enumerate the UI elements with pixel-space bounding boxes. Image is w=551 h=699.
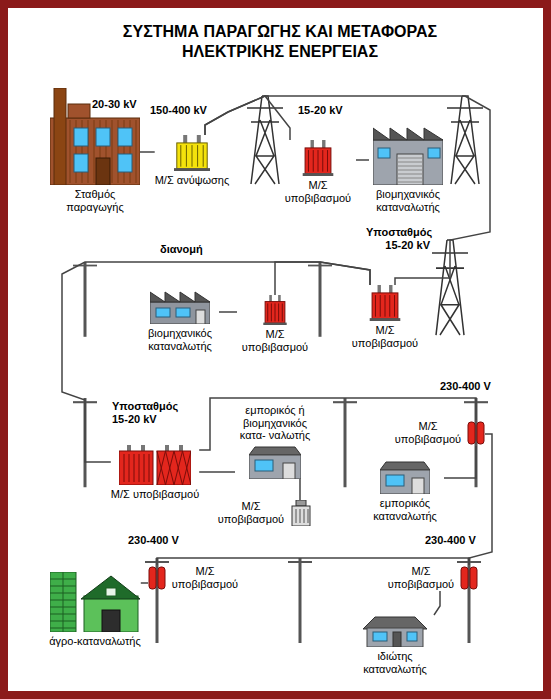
caption: βιομηχανικός καταναλωτής: [141, 327, 219, 352]
power-line: [356, 159, 369, 161]
power-line: [199, 398, 476, 450]
ground-transformer: Μ/Σ υποβιβασμού: [215, 500, 312, 526]
pylon: [247, 96, 283, 184]
voltage-label: 230-400 V: [440, 380, 491, 393]
pole: [333, 398, 357, 487]
substation-transformer: Μ/Σ υποβιβασμού: [111, 445, 199, 501]
pole-icon: [148, 565, 166, 591]
diagram-title: ΣΥΣΤΗΜΑ ΠΑΡΑΓΩΓΗΣ ΚΑΙ ΜΕΤΑΦΟΡΑΣ ΗΛΕΚΤΡΙΚ…: [95, 22, 465, 62]
power-line: [62, 262, 370, 462]
ground-icon: [290, 500, 312, 526]
sub-icon: [119, 445, 191, 485]
pole-icon: [467, 420, 485, 446]
trafoS-icon: [262, 295, 288, 325]
pole: [308, 262, 332, 337]
caption: Μ/Σ ανύψωσης: [155, 174, 230, 187]
pole: [288, 558, 312, 643]
power-line: [199, 471, 235, 473]
pole-transformer: Μ/Σ υποβιβασμού: [392, 420, 485, 446]
farm-consumer: άγρο-καταναλωτής: [49, 572, 141, 648]
substation-transformer: Μ/Σ υποβιβασμού: [347, 285, 423, 349]
voltage-label: Υποσταθμός 15-20 kV: [112, 400, 182, 425]
pole: [457, 558, 481, 643]
pylon: [447, 96, 483, 184]
power-line: [205, 96, 490, 285]
house-icon: [363, 615, 427, 647]
power-line: [157, 558, 469, 565]
caption: εμπορικός καταναλωτής: [366, 497, 444, 522]
factory1-icon: [373, 120, 443, 185]
factory2-icon: [150, 290, 210, 324]
power-line: [299, 479, 301, 500]
private-consumer: ιδιώτης καταναλωτής: [356, 615, 434, 675]
power-line: [140, 151, 155, 153]
shop2-icon: [380, 460, 430, 494]
caption: βιομηχανικός καταναλωτής: [369, 188, 447, 213]
caption: Μ/Σ υποβιβασμού: [392, 420, 464, 445]
commercial-consumer: εμπορικός ή βιομηχανικός κατα- ναλωτής: [235, 404, 315, 479]
trafo-icon: [301, 140, 335, 176]
caption: Μ/Σ υποβιβασμού: [237, 328, 313, 353]
caption: Μ/Σ υποβιβασμού: [347, 324, 423, 349]
power-line: [434, 591, 440, 615]
page-frame: [4, 4, 547, 695]
step-down-transformer: Μ/Σ υποβιβασμού: [237, 295, 313, 353]
farm-icon: [50, 572, 140, 632]
caption: άγρο-καταναλωτής: [49, 635, 141, 648]
pole: [73, 262, 97, 337]
caption: Μ/Σ υποβιβασμού: [169, 565, 241, 590]
pole: [145, 558, 169, 643]
voltage-label: 230-400 V: [425, 534, 476, 547]
voltage-label: Υποσταθμός 15-20 kV: [366, 226, 430, 251]
voltage-label: 230-400 V: [128, 534, 179, 547]
industrial-consumer: βιομηχανικός καταναλωτής: [141, 290, 219, 352]
power-line: [219, 311, 237, 313]
step-down-transformer: Μ/Σ υποβιβασμού: [280, 140, 356, 204]
caption: Μ/Σ υποβιβασμού: [111, 488, 199, 501]
power-line: [275, 262, 370, 295]
commercial-consumer: εμπορικός καταναλωτής: [366, 460, 444, 522]
trafo-icon: [368, 285, 402, 321]
caption: Μ/Σ υποβιβασμού: [215, 500, 287, 525]
caption: ιδιώτης καταναλωτής: [356, 650, 434, 675]
voltage-label: 20-30 kV: [92, 98, 137, 111]
caption: Σταθμός παραγωγής: [59, 188, 131, 213]
caption: Μ/Σ υποβιβασμού: [385, 565, 457, 590]
power-line: [141, 582, 148, 584]
pole-icon: [460, 565, 478, 591]
pole-transformer: Μ/Σ υποβιβασμού: [148, 565, 241, 591]
pole-transformer: Μ/Σ υποβιβασμού: [385, 565, 478, 591]
stepup-icon: [172, 135, 212, 171]
caption: Μ/Σ υποβιβασμού: [280, 179, 356, 204]
power-line: [444, 446, 476, 478]
step-up-transformer: Μ/Σ ανύψωσης: [155, 135, 230, 187]
voltage-label: 15-20 kV: [298, 104, 343, 117]
voltage-label: 150-400 kV: [150, 104, 207, 117]
shop-icon: [249, 445, 301, 479]
caption: εμπορικός ή βιομηχανικός κατα- ναλωτής: [235, 404, 315, 442]
industrial-consumer: βιομηχανικός καταναλωτής: [369, 120, 447, 213]
voltage-label: διανομή: [160, 243, 203, 256]
